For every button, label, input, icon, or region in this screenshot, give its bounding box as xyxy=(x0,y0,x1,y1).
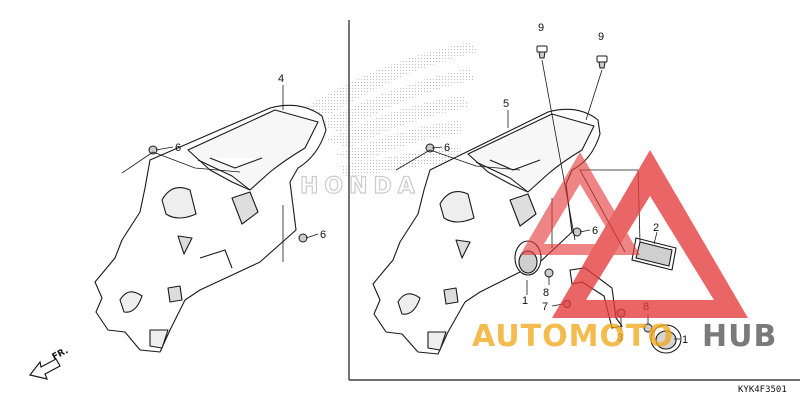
watermark-triangle-icon xyxy=(552,150,748,318)
direction-label: FR. xyxy=(51,346,70,363)
callout-6-mid-bottom: 6 xyxy=(592,225,598,237)
callout-6-left-top: 6 xyxy=(175,142,181,154)
callout-7: 7 xyxy=(542,301,548,313)
watermark-triangle-small-icon xyxy=(520,152,640,255)
callout-6-left-bottom: 6 xyxy=(320,229,326,241)
rear-fender-left xyxy=(94,104,327,353)
callout-5: 5 xyxy=(503,98,509,110)
svg-text:HONDA: HONDA xyxy=(300,174,421,199)
callout-4-left: 4 xyxy=(278,73,284,85)
front-direction-indicator: FR. xyxy=(28,346,70,380)
callout-3: 3 xyxy=(617,332,623,344)
grommet-part-1-right xyxy=(650,324,682,354)
callout-8-left: 8 xyxy=(543,287,549,299)
watermark-text-automoto: AUTOMOTO xyxy=(472,319,674,354)
callout-9-right: 9 xyxy=(598,31,604,43)
callout-2: 2 xyxy=(653,222,659,234)
watermark-text-hub: HUB xyxy=(702,319,777,354)
callout-6-mid-top: 6 xyxy=(444,142,450,154)
callouts: 4 6 6 5 6 6 9 9 2 1 8 7 8 3 1 xyxy=(175,22,688,346)
bolt-part-9-left xyxy=(536,45,548,59)
honda-wing-logo: HONDA xyxy=(299,42,478,200)
direction-arrow-icon xyxy=(28,358,61,380)
diagram-frame xyxy=(348,20,800,381)
reflector-part-2 xyxy=(631,237,677,271)
rear-fender-main xyxy=(372,108,601,355)
automotohub-watermark: AUTOMOTO HUB xyxy=(472,150,777,354)
bolt-part-9-right xyxy=(596,55,608,69)
diagram-reference-code: KYK4F3501 xyxy=(738,385,787,395)
callout-9-left: 9 xyxy=(538,22,544,34)
callout-1-left: 1 xyxy=(522,295,528,307)
callout-1-right: 1 xyxy=(682,334,688,346)
